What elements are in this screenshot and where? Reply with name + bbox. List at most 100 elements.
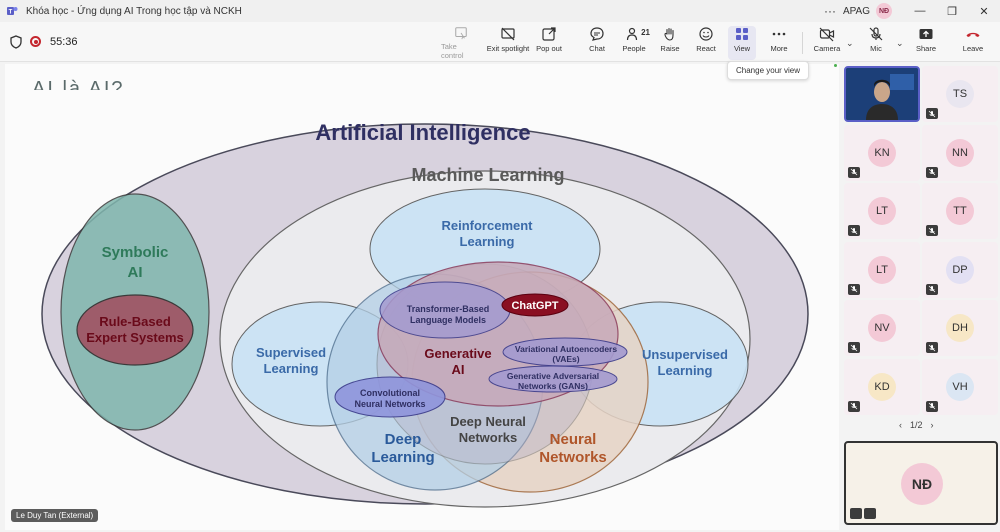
raise-label: Raise — [660, 44, 680, 53]
participant-avatar: KD — [868, 372, 896, 401]
ai-label: Artificial Intelligence — [315, 120, 530, 145]
mic-muted-icon — [926, 400, 938, 412]
mic-muted-icon — [926, 166, 938, 178]
more-options-icon[interactable]: ··· — [823, 4, 836, 18]
unsupervised-label-1: Unsupervised — [642, 347, 728, 362]
people-button[interactable]: 21 People — [620, 26, 650, 60]
screen-share-icon — [864, 508, 876, 519]
user-avatar[interactable]: NĐ — [876, 3, 892, 19]
chevron-right-icon[interactable]: › — [930, 420, 934, 430]
camera-options-chevron-icon[interactable]: ⌄ — [846, 38, 854, 48]
hand-icon — [664, 27, 674, 41]
close-button[interactable]: ✕ — [979, 5, 989, 18]
gallery-pager: ‹ 1/2 › — [899, 420, 934, 430]
mic-muted-icon — [848, 166, 860, 178]
dl-label-2: Learning — [371, 449, 434, 466]
dnn-label-1: Deep Neural — [450, 414, 526, 429]
more-button[interactable]: More — [768, 26, 790, 60]
leave-label: Leave — [962, 44, 984, 53]
exit-spotlight-label: Exit spotlight — [486, 44, 530, 53]
view-button[interactable]: View — [728, 26, 756, 60]
participant-tile[interactable]: TT — [922, 183, 998, 239]
participant-tile[interactable]: VH — [922, 358, 998, 415]
react-button[interactable]: React — [694, 26, 718, 60]
status-dot — [834, 64, 837, 67]
camera-button[interactable]: Camera — [812, 26, 842, 60]
chat-button[interactable]: Chat — [585, 26, 609, 60]
slide-title: AI là AI? — [32, 78, 125, 90]
exit-spotlight-button[interactable]: Exit spotlight — [486, 26, 530, 60]
participant-tile[interactable]: LT — [844, 183, 920, 239]
participant-tile[interactable]: NV — [844, 300, 920, 356]
rl-label-2: Learning — [460, 234, 515, 249]
rule-label-2: Expert Systems — [86, 330, 184, 345]
mic-muted-icon — [926, 108, 938, 119]
unsupervised-label-2: Learning — [658, 363, 713, 378]
mic-muted-icon — [848, 283, 860, 295]
mic-muted-icon — [850, 508, 862, 519]
shield-icon[interactable] — [10, 35, 22, 49]
participant-avatar: DH — [946, 314, 974, 342]
rule-label-1: Rule-Based — [99, 314, 171, 329]
participant-avatar: NN — [946, 138, 974, 167]
grid-view-icon — [736, 28, 748, 40]
meeting-toolbar: 55:36 Take control Exit spotlight Pop ou… — [0, 22, 1000, 62]
minimize-button[interactable]: — — [914, 5, 926, 17]
pop-out-icon — [542, 27, 556, 41]
transformer-label-2: Language Models — [410, 315, 486, 325]
presenter-video — [846, 68, 918, 120]
take-control-button[interactable]: Take control — [441, 26, 481, 60]
raise-hand-button[interactable]: Raise — [658, 26, 682, 60]
chatgpt-ellipse — [501, 293, 569, 317]
toolbar-separator — [802, 32, 803, 54]
self-avatar: NĐ — [901, 463, 943, 505]
participant-avatar: LT — [868, 197, 896, 225]
supervised-label-1: Supervised — [256, 345, 326, 360]
take-control-label: Take control — [441, 42, 464, 60]
mic-options-chevron-icon[interactable]: ⌄ — [896, 38, 904, 48]
shared-screen: AI là AI? Artificial Intellige — [5, 64, 839, 530]
self-video-tile[interactable]: NĐ — [844, 441, 998, 525]
people-icon — [626, 27, 638, 41]
participant-tile[interactable]: LT — [844, 241, 920, 298]
chatgpt-label: ChatGPT — [511, 300, 558, 312]
recording-icon — [30, 36, 41, 47]
participant-avatar: TT — [946, 197, 974, 225]
mic-button[interactable]: Mic — [864, 26, 888, 60]
symbolic-label-1: Symbolic — [102, 244, 169, 261]
presenter-name-tag: Le Duy Tan (External) — [11, 509, 99, 522]
camera-label: Camera — [813, 44, 841, 53]
page-indicator: 1/2 — [910, 420, 923, 430]
share-button[interactable]: Share — [914, 26, 938, 60]
participant-tile[interactable]: NN — [922, 124, 998, 181]
vae-label-1: Variational Autoencoders — [515, 344, 617, 354]
participant-tile[interactable]: DP — [922, 241, 998, 298]
chevron-left-icon[interactable]: ‹ — [899, 420, 902, 430]
transformer-label-1: Transformer-Based — [407, 304, 490, 314]
chat-icon — [590, 27, 604, 41]
participant-avatar: VH — [946, 372, 974, 401]
org-name[interactable]: APAG — [842, 5, 870, 17]
leave-button[interactable]: Leave — [960, 26, 986, 60]
people-count: 21 — [641, 28, 650, 37]
pop-out-button[interactable]: Pop out — [535, 26, 563, 60]
dnn-label-2: Networks — [459, 430, 518, 445]
mic-off-icon — [869, 27, 883, 41]
participant-avatar: DP — [946, 255, 974, 284]
take-control-icon — [455, 27, 467, 40]
svg-text:T: T — [9, 10, 13, 16]
pop-out-label: Pop out — [536, 44, 562, 53]
participant-tile[interactable]: DH — [922, 300, 998, 356]
restore-button[interactable]: ❐ — [947, 5, 957, 18]
presenter-video-tile[interactable] — [844, 66, 920, 122]
mic-muted-icon — [848, 342, 860, 353]
participant-tile[interactable]: TS — [922, 66, 998, 122]
genai-label-2: AI — [452, 362, 465, 377]
cnn-ellipse — [334, 376, 446, 418]
participant-tile[interactable]: KD — [844, 358, 920, 415]
people-label: People — [622, 44, 646, 53]
rl-label-1: Reinforcement — [441, 218, 533, 233]
ml-label: Machine Learning — [411, 165, 564, 185]
participant-tile[interactable]: KN — [844, 124, 920, 181]
